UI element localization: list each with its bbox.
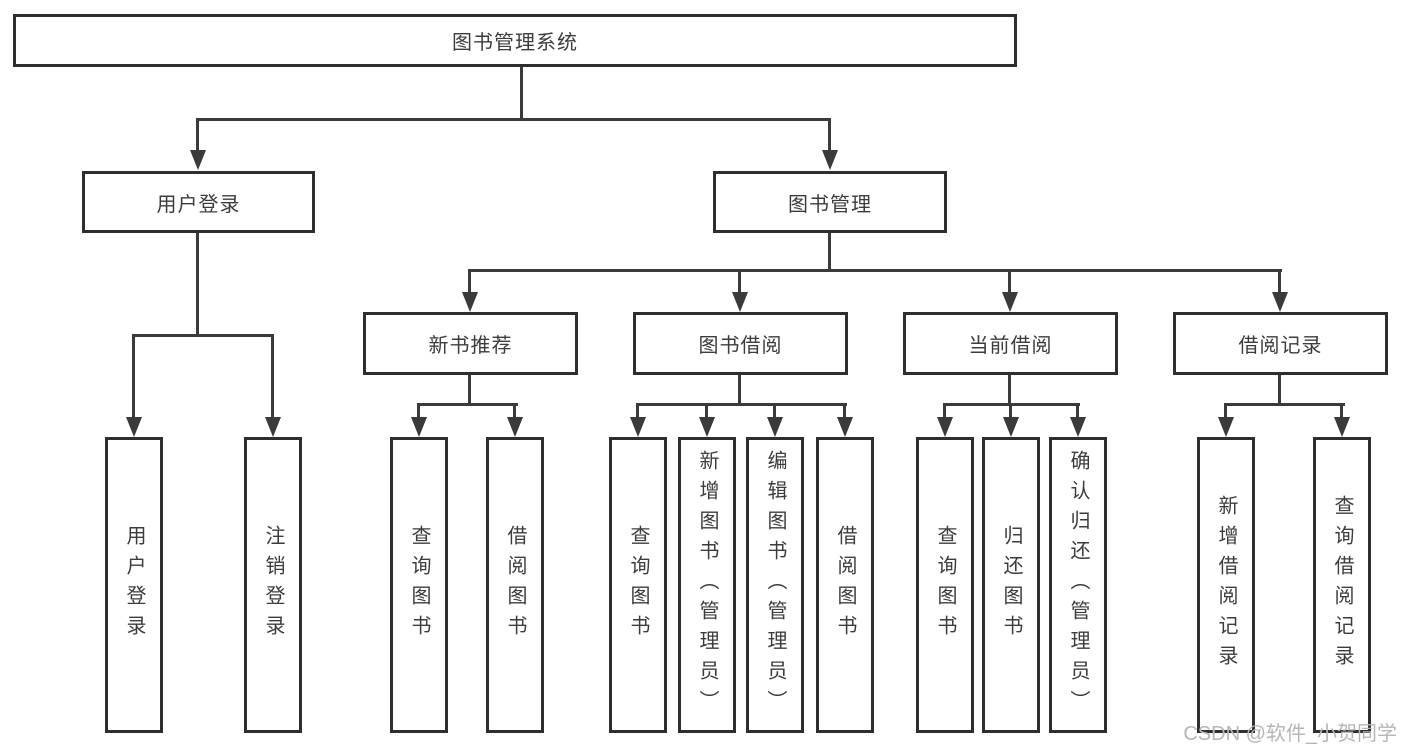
connector-book-mgmt-drop — [828, 232, 831, 272]
leaf-edit-books-admin: 编辑图书（管理员） — [746, 437, 804, 733]
connector-borrow-records-drop — [1278, 374, 1281, 406]
arrowhead-down-icon — [462, 292, 478, 312]
arrowhead-down-icon — [732, 292, 748, 312]
arrowhead-down-icon — [1070, 417, 1086, 437]
node-user-login: 用户登录 — [82, 171, 315, 233]
node-label: 用户登录 — [156, 193, 241, 216]
leaf-add-books-admin: 新增图书（管理员） — [678, 437, 736, 733]
leaf-query-books-borrow: 查询图书 — [609, 437, 667, 733]
arrowhead-down-icon — [507, 417, 523, 437]
node-label: 借阅记录 — [1238, 335, 1323, 357]
connector-book-mgmt-branch — [468, 269, 1282, 272]
connector-to-book-management — [828, 118, 831, 152]
connector-leaf — [1009, 403, 1012, 419]
connector-book-borrow-drop — [738, 374, 741, 406]
node-label: 图书管理系统 — [452, 32, 578, 54]
leaf-confirm-return-admin: 确认归还（管理员） — [1049, 437, 1107, 733]
connector-root-drop — [520, 66, 523, 120]
connector-to-book-borrow — [738, 269, 741, 294]
node-label: 当前借阅 — [968, 335, 1053, 357]
leaf-label: 编辑图书（管理员） — [764, 450, 786, 720]
csdn-watermark: CSDN @软件_小贺同学 — [1183, 723, 1397, 745]
arrowhead-down-icon — [1002, 292, 1018, 312]
leaf-label: 归还图书 — [1000, 525, 1022, 645]
connector-leaf — [513, 403, 516, 419]
leaf-borrow-books: 借阅图书 — [816, 437, 874, 733]
connector-leaf — [705, 403, 708, 419]
leaf-label: 借阅图书 — [504, 525, 526, 645]
connector-leaf — [1340, 403, 1343, 419]
leaf-query-books-current: 查询图书 — [916, 437, 974, 733]
connector-new-book-drop — [468, 374, 471, 406]
leaf-label: 查询图书 — [408, 525, 430, 645]
leaf-label: 查询借阅记录 — [1331, 495, 1353, 675]
connector-user-login-branch — [132, 334, 274, 337]
leaf-label: 用户登录 — [123, 525, 145, 645]
leaf-query-books-recommend: 查询图书 — [390, 437, 448, 733]
arrowhead-down-icon — [265, 417, 281, 437]
arrowhead-down-icon — [822, 150, 838, 170]
leaf-add-borrow-record: 新增借阅记录 — [1197, 437, 1255, 733]
connector-leaf — [1224, 403, 1227, 419]
node-label: 图书借阅 — [698, 335, 783, 357]
arrowhead-down-icon — [767, 417, 783, 437]
connector-to-logout — [271, 334, 274, 419]
connector-to-login — [132, 334, 135, 419]
leaf-label: 新增借阅记录 — [1215, 495, 1237, 675]
arrowhead-down-icon — [837, 417, 853, 437]
leaf-query-borrow-record: 查询借阅记录 — [1313, 437, 1371, 733]
node-book-borrow: 图书借阅 — [633, 312, 848, 375]
leaf-label: 确认归还（管理员） — [1067, 450, 1089, 720]
leaf-return-books: 归还图书 — [982, 437, 1040, 733]
leaf-user-login: 用户登录 — [105, 437, 163, 733]
arrowhead-down-icon — [190, 150, 206, 170]
connector-leaf — [773, 403, 776, 419]
node-label: 新书推荐 — [428, 335, 513, 357]
connector-to-current-borrow — [1008, 269, 1011, 294]
connector-user-login-drop — [196, 232, 199, 336]
node-label: 图书管理 — [788, 193, 872, 216]
connector-leaf — [843, 403, 846, 419]
connector-to-user-login — [196, 118, 199, 152]
connector-current-borrow-drop — [1008, 374, 1011, 406]
leaf-borrow-books-recommend: 借阅图书 — [486, 437, 544, 733]
leaf-label: 注销登录 — [262, 525, 284, 645]
node-borrow-records: 借阅记录 — [1173, 312, 1388, 375]
leaf-label: 查询图书 — [934, 525, 956, 645]
arrowhead-down-icon — [699, 417, 715, 437]
arrowhead-down-icon — [1003, 417, 1019, 437]
arrowhead-down-icon — [630, 417, 646, 437]
connector-leaf — [943, 403, 946, 419]
node-current-borrow: 当前借阅 — [903, 312, 1118, 375]
node-library-management-system: 图书管理系统 — [13, 14, 1017, 67]
leaf-label: 新增图书（管理员） — [696, 450, 718, 720]
arrowhead-down-icon — [411, 417, 427, 437]
connector-root-branch — [196, 118, 831, 121]
leaf-logout: 注销登录 — [244, 437, 302, 733]
node-new-book-recommend: 新书推荐 — [363, 312, 578, 375]
leaf-label: 借阅图书 — [834, 525, 856, 645]
arrowhead-down-icon — [1272, 292, 1288, 312]
connector-leaf — [417, 403, 420, 419]
connector-to-new-book — [468, 269, 471, 294]
arrowhead-down-icon — [1334, 417, 1350, 437]
connector-to-borrow-records — [1278, 269, 1281, 294]
leaf-label: 查询图书 — [627, 525, 649, 645]
connector-new-book-branch — [417, 403, 518, 406]
connector-book-borrow-branch — [636, 403, 847, 406]
connector-leaf — [636, 403, 639, 419]
arrowhead-down-icon — [937, 417, 953, 437]
connector-leaf — [1076, 403, 1079, 419]
arrowhead-down-icon — [126, 417, 142, 437]
connector-borrow-records-branch — [1224, 403, 1345, 406]
arrowhead-down-icon — [1218, 417, 1234, 437]
node-book-management: 图书管理 — [713, 171, 947, 233]
